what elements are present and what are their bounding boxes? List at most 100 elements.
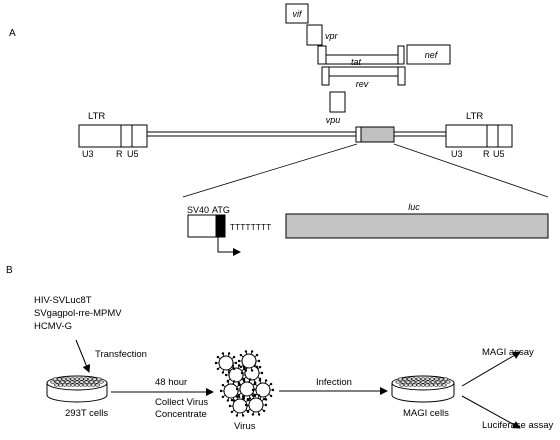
cell-icon	[61, 377, 67, 381]
cell-icon	[93, 380, 99, 384]
cell-icon	[420, 377, 426, 381]
arrow-magi-assay	[461, 351, 521, 387]
cell-icon	[430, 380, 436, 384]
cell-icon	[440, 380, 446, 384]
cell-icon	[407, 383, 413, 387]
luciferase-assay-label: Luciferase assay	[482, 420, 554, 431]
cell-icon	[74, 377, 80, 381]
cell-icon	[82, 383, 88, 387]
vpu-label: vpu	[326, 115, 341, 125]
dish-magi	[391, 375, 455, 403]
ltr-right-r: R	[483, 149, 490, 159]
cell-icon	[415, 377, 421, 381]
cell-icon	[87, 377, 93, 381]
cell-icon	[425, 380, 431, 384]
panel-a-label: A	[9, 28, 16, 39]
sv40-label: SV40	[187, 205, 209, 215]
virus-label: Virus	[234, 421, 256, 432]
cell-icon	[424, 383, 430, 387]
plasmid-1: HIV-SVLuc8T	[34, 295, 92, 306]
tat-label: tat	[351, 57, 362, 67]
gene-rev: rev	[321, 66, 406, 89]
magi-cells-label: MAGI cells	[403, 408, 449, 419]
zoom-line-left	[182, 143, 358, 198]
cell-icon	[405, 380, 411, 384]
cell-icon	[74, 383, 80, 387]
cell-icon	[437, 383, 443, 387]
cell-icon	[89, 380, 95, 384]
time-label: 48 hour	[155, 377, 187, 388]
cell-icon	[406, 377, 412, 381]
cell-icon	[416, 383, 422, 387]
gene-tat: tat	[317, 45, 405, 67]
virus-cluster-icon	[214, 350, 275, 417]
cell-icon	[92, 377, 98, 381]
cell-icon	[59, 380, 65, 384]
sv40-promoter-box	[187, 214, 217, 238]
nef-label: nef	[425, 50, 439, 60]
cell-icon	[397, 377, 403, 381]
magi-assay-label: MAGI assay	[482, 347, 534, 358]
cell-icon	[58, 383, 64, 387]
cell-icon	[428, 383, 434, 387]
luc-label: luc	[408, 202, 420, 212]
panel-b-label: B	[6, 265, 13, 276]
cell-icon	[54, 383, 60, 387]
provirus-backbone	[147, 131, 446, 137]
atg-box	[215, 214, 226, 238]
virus-particle-icon	[240, 362, 264, 384]
cell-icon	[415, 380, 421, 384]
cell-icon	[94, 383, 100, 387]
insert-cassette	[355, 126, 395, 143]
transfection-label: Transfection	[95, 349, 147, 360]
ltr-left: LTR U3 R U5	[78, 111, 148, 159]
cell-icon	[52, 377, 58, 381]
cell-icon	[90, 383, 96, 387]
virus-particle-icon	[251, 379, 275, 401]
ltr-right-title: LTR	[466, 111, 483, 122]
infection-label: Infection	[316, 377, 352, 388]
ltr-right: LTR U3 R U5	[445, 111, 513, 159]
cell-icon	[403, 383, 409, 387]
vpr-label: vpr	[325, 31, 339, 41]
cell-icon	[410, 380, 416, 384]
cell-icon	[400, 380, 406, 384]
gene-vpu: vpu	[326, 91, 346, 125]
gene-nef: nef	[406, 44, 451, 65]
ltr-left-u5: U5	[127, 149, 139, 159]
cell-icon	[420, 383, 426, 387]
ltr-left-title: LTR	[88, 111, 105, 122]
dish-293t	[46, 375, 108, 403]
cell-icon	[424, 377, 430, 381]
virus-particle-icon	[214, 352, 238, 374]
cell-icon	[83, 377, 89, 381]
cell-icon	[438, 377, 444, 381]
virus-particle-icon	[237, 350, 261, 372]
cell-icon	[399, 383, 405, 387]
atg-label: ATG	[212, 205, 230, 215]
virus-particle-icon	[244, 394, 268, 416]
transfection-arrow	[75, 339, 91, 373]
concentrate-label: Concentrate	[155, 409, 207, 420]
rev-label: rev	[356, 79, 369, 89]
cell-icon	[65, 377, 71, 381]
cell-icon	[84, 380, 90, 384]
cell-icon	[395, 380, 401, 384]
gene-vif: vif	[285, 3, 309, 24]
ltr-left-r: R	[116, 149, 123, 159]
cell-icon	[62, 383, 68, 387]
cell-icon	[64, 380, 70, 384]
gene-vpr: vpr	[306, 24, 339, 46]
cell-icon	[435, 380, 441, 384]
cell-icon	[78, 377, 84, 381]
arrow-luciferase-assay	[461, 395, 521, 429]
cell-icon	[96, 377, 102, 381]
cell-icon	[55, 380, 61, 384]
t-stretch: TTTTTTTT	[230, 223, 272, 232]
cell-icon	[411, 377, 417, 381]
cell-icon	[74, 380, 80, 384]
cell-icon	[445, 380, 451, 384]
collect-label: Collect Virus	[155, 397, 208, 408]
